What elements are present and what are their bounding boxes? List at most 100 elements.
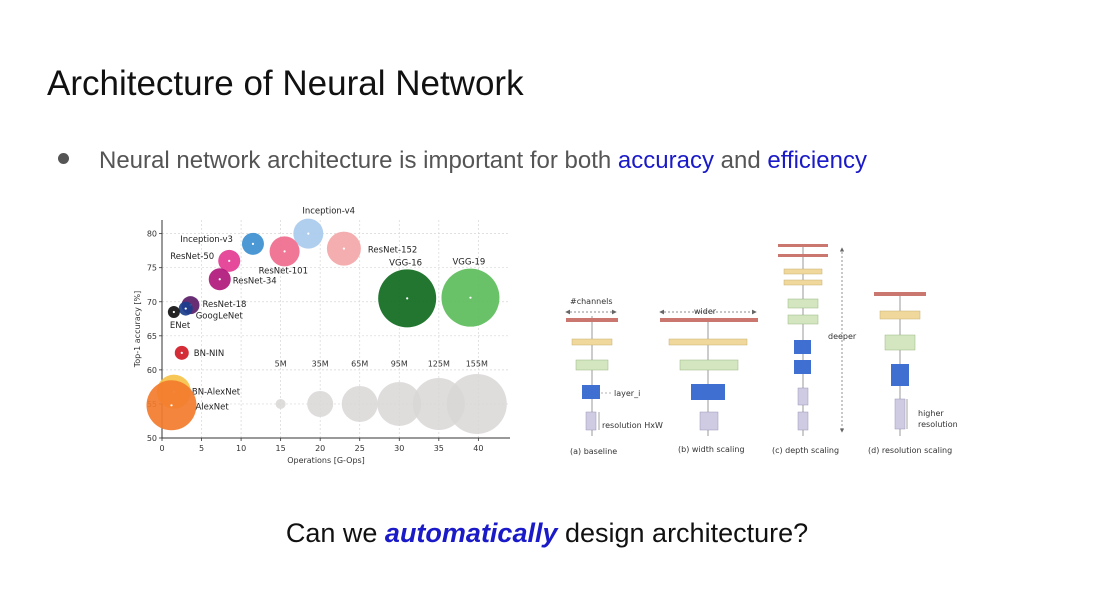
bullet-point: Neural network architecture is important… [58, 147, 867, 175]
size-legend-label: 65M [351, 359, 368, 368]
bubble-label: Inception-v4 [302, 207, 355, 217]
question-text: Can we [285, 518, 385, 548]
bubble-label: ResNet-18 [202, 300, 246, 310]
bubble-center-dot [172, 310, 175, 314]
bubble-center-dot [184, 307, 187, 310]
higher-label: higher [918, 409, 944, 418]
accuracy-vs-operations-chart: 051015202530354050556065707580Operations… [133, 207, 510, 465]
bubble-center-dot [406, 297, 409, 300]
bullet-text-mid: and [713, 147, 768, 174]
slide-title: Architecture of Neural Network [47, 64, 524, 103]
bubble-label: BN-NIN [194, 349, 224, 359]
bubble-center-dot [251, 242, 255, 245]
block-input [797, 411, 809, 431]
panel-resolution-scaling: higher resolution (d) resolution scaling [868, 292, 958, 455]
x-tick-label: 40 [473, 444, 483, 453]
x-tick-label: 5 [199, 444, 204, 453]
deeper-label: deeper [828, 332, 857, 341]
highlight-accuracy: accuracy [617, 147, 714, 174]
wider-label: wider [694, 307, 717, 316]
block-layer [668, 338, 748, 346]
bullet-dot-icon [58, 153, 69, 164]
bubble-center-dot [283, 250, 286, 253]
panel-depth-scaling: deeper (c) depth scaling [772, 244, 857, 455]
y-tick-label: 50 [147, 434, 157, 443]
resolution-label: resolution HxW [602, 421, 663, 430]
size-legend-label: 125M [428, 359, 450, 368]
channels-label: #channels [570, 297, 613, 306]
closing-question: Can we automatically design architecture… [0, 518, 1094, 549]
bubble-label: ResNet-152 [368, 246, 417, 256]
bubble-center-dot [218, 278, 221, 281]
x-axis-label: Operations [G-Ops] [287, 456, 365, 465]
question-emphasis: automatically [384, 518, 558, 548]
caption-depth-scaling: (c) depth scaling [772, 446, 839, 455]
block-layer [575, 359, 609, 371]
y-tick-label: 75 [147, 264, 157, 273]
bubble-center-dot [170, 404, 173, 407]
bullet-text: Neural network architecture is important… [99, 147, 618, 174]
resolution-word-label: resolution [918, 420, 958, 429]
bubble-label: ResNet-50 [170, 252, 214, 262]
block-layer-i [582, 385, 600, 399]
x-tick-label: 25 [355, 444, 365, 453]
x-tick-label: 35 [434, 444, 444, 453]
bubble-label: VGG-16 [389, 258, 422, 268]
block-layer [787, 298, 819, 309]
x-tick-label: 20 [315, 444, 325, 453]
block-layer [691, 384, 725, 400]
bubble-label: VGG-19 [452, 258, 485, 268]
question-text-end: design architecture? [557, 518, 809, 548]
bubble-center-dot [180, 351, 183, 354]
bubble-label: BN-AlexNet [192, 388, 241, 398]
bubble-center-dot [342, 247, 346, 250]
block-layer [783, 268, 823, 275]
bubble-label: GoogLeNet [196, 312, 244, 322]
size-legend-bubble [275, 398, 286, 409]
size-legend-label: 155M [466, 359, 488, 368]
block-input [797, 387, 809, 406]
panel-width-scaling: wider (b) width scaling [659, 307, 758, 454]
bubble-center-dot [228, 259, 231, 262]
bubble-center-dot [307, 232, 310, 235]
block-input [699, 411, 719, 431]
bubble-center-dot [469, 296, 472, 299]
size-legend-label: 95M [391, 359, 408, 368]
highlight-efficiency: efficiency [767, 147, 867, 174]
block-output [566, 318, 618, 322]
block-layer [794, 360, 811, 374]
bubble-label: ResNet-101 [259, 266, 308, 276]
size-legend-label: 5M [275, 359, 287, 368]
bubble-label: Inception-v3 [180, 235, 233, 245]
y-tick-label: 80 [147, 230, 157, 239]
layer-i-label: layer_i [614, 389, 640, 398]
block-layer [783, 279, 823, 286]
y-tick-label: 65 [147, 332, 157, 341]
block-layer [571, 338, 613, 346]
x-tick-label: 30 [394, 444, 404, 453]
bubble-label: ResNet-34 [233, 276, 277, 286]
bubble-label: ENet [170, 321, 191, 331]
x-tick-label: 15 [276, 444, 286, 453]
block-layer [891, 364, 909, 386]
size-legend-bubble [341, 385, 378, 422]
block-output [660, 318, 758, 322]
model-scaling-diagram: #channels layer_i resolution HxW (a) bas… [565, 244, 958, 456]
bubble-label: AlexNet [195, 402, 229, 412]
y-axis-label: Top-1 accuracy [%] [133, 291, 142, 369]
block-output [874, 292, 926, 296]
size-legend-bubble [446, 373, 507, 434]
block-input [585, 411, 597, 431]
x-tick-label: 0 [159, 444, 164, 453]
block-layer [787, 314, 819, 325]
size-legend-label: 35M [312, 359, 329, 368]
size-legend-bubble [307, 390, 334, 417]
x-tick-label: 10 [236, 444, 246, 453]
block-layer [879, 310, 921, 320]
y-tick-label: 60 [147, 366, 157, 375]
block-layer [884, 334, 916, 351]
block-input [894, 398, 906, 430]
block-layer [794, 340, 811, 354]
caption-width-scaling: (b) width scaling [678, 445, 745, 454]
block-output [778, 244, 828, 247]
